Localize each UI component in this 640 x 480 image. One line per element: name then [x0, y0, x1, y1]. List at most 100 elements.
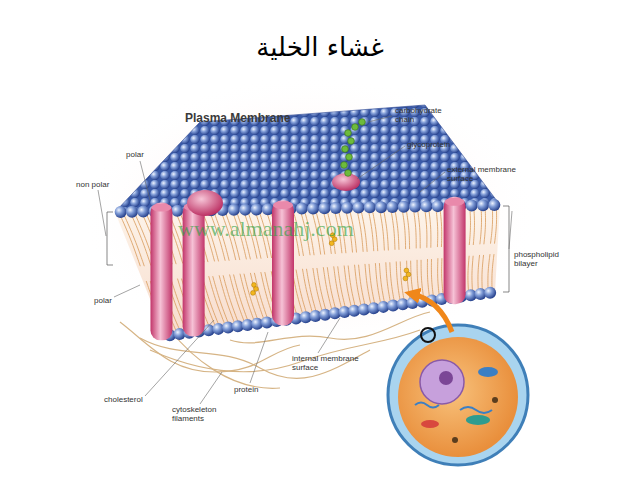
lipid-tail — [355, 265, 362, 310]
zoom-arrow — [412, 294, 452, 332]
lipid-tail — [417, 207, 420, 249]
lipid-tail — [468, 256, 469, 295]
bilayer-section — [115, 205, 500, 336]
part-label: cholesterol — [104, 395, 143, 404]
lipid-tail — [119, 212, 141, 266]
lipid-tail — [365, 264, 372, 308]
protein-top — [445, 198, 465, 206]
cholesterol-shape — [406, 272, 411, 277]
lipid-tail — [442, 258, 444, 299]
lipid-tail — [219, 275, 236, 326]
lipid-tail — [482, 255, 484, 294]
phospholipid-head — [126, 206, 138, 218]
phospholipid-head — [318, 202, 330, 214]
protein-top — [151, 204, 171, 212]
lipid-tail — [379, 207, 384, 250]
lipid-tail — [424, 206, 427, 247]
lipid-tail — [406, 207, 410, 249]
part-label: glycoprotein — [407, 140, 450, 149]
cholesterol-shape — [254, 287, 259, 292]
lipid-tail — [480, 205, 482, 244]
lipid-tail — [383, 207, 388, 250]
protein-top — [273, 201, 293, 209]
lipid-tail — [440, 206, 442, 247]
lipid-tail — [413, 207, 416, 249]
lipid-tail — [240, 274, 255, 324]
lipid-tail — [379, 263, 385, 307]
lipid-tail — [402, 207, 406, 249]
phospholipid-head — [137, 205, 149, 217]
part-label: phospholipid bilayer — [514, 250, 574, 268]
part-label: polar — [94, 296, 112, 305]
cholesterol-shape — [403, 276, 408, 281]
phospholipid-head — [296, 203, 308, 215]
phospholipid-head — [364, 201, 376, 213]
phospholipid-head — [375, 201, 387, 213]
lipid-tail — [407, 261, 411, 303]
lipid-tail — [372, 207, 378, 251]
phospholipid-head — [409, 201, 421, 213]
phospholipid-head — [477, 199, 489, 211]
phospholipid-head — [171, 205, 183, 217]
phospholipid-head — [484, 287, 496, 299]
phospholipid-head — [352, 202, 364, 214]
lipid-tail — [473, 206, 474, 245]
phospholipid-head — [420, 200, 432, 212]
lipid-tail — [130, 212, 151, 266]
part-label: protein — [234, 385, 258, 394]
lipid-tail — [230, 275, 246, 325]
leader-lines — [98, 116, 512, 404]
phospholipid-head — [307, 202, 319, 214]
lipid-tail — [469, 206, 470, 245]
phospholipid-head — [466, 200, 478, 212]
lipid-tail — [390, 207, 395, 250]
lipid-tail — [369, 264, 376, 308]
external-surface — [115, 105, 500, 212]
lipid-tail — [296, 270, 308, 318]
phospholipid-head — [432, 200, 444, 212]
diagram-title: غشاء الخلية — [0, 32, 640, 62]
lipid-tail — [327, 267, 337, 313]
lipid-tail — [317, 268, 327, 315]
part-label: internal membrane surface — [292, 354, 366, 372]
part-label: carbohydrate chain — [395, 106, 451, 124]
phospholipid-head — [386, 201, 398, 213]
lipid-tail — [375, 263, 381, 307]
phospholipid-head — [239, 204, 251, 216]
surface-protein — [187, 190, 223, 216]
phospholipid-head — [341, 202, 353, 214]
brackets — [107, 206, 509, 292]
lipid-tail — [394, 207, 399, 250]
lipid-tail — [209, 276, 226, 327]
lipid-tail — [492, 254, 494, 293]
phospholipid-head — [398, 201, 410, 213]
lipid-tail — [360, 208, 367, 252]
lipid-tail — [427, 259, 430, 300]
membrane-protein — [150, 203, 172, 341]
bilayer-detail — [115, 197, 501, 342]
cholesterol-shape — [251, 291, 256, 296]
lipid-tail — [359, 265, 366, 310]
lipid-tail — [428, 206, 431, 247]
lipid-tail — [306, 269, 317, 316]
phospholipid-head — [228, 204, 240, 216]
lipid-tail — [390, 262, 395, 305]
lipid-tail — [431, 259, 434, 300]
part-label: polar — [126, 150, 144, 159]
lipid-tail — [490, 205, 492, 244]
cell-inset — [388, 325, 528, 465]
background-glow — [80, 75, 540, 355]
phospholipid-head — [330, 202, 342, 214]
lipid-tail — [438, 258, 440, 299]
lipid-tail — [400, 261, 405, 304]
phospholipid-head — [251, 203, 263, 215]
phospholipid-head — [115, 206, 127, 218]
membrane-protein — [444, 197, 466, 304]
carbohydrate-chain-shape — [341, 119, 366, 177]
phospholipid-head — [488, 199, 500, 211]
lipid-tail — [436, 206, 438, 247]
diagram-heading: Plasma Membrane — [185, 112, 290, 126]
lipid-tail — [472, 256, 473, 295]
part-label: non polar — [76, 180, 109, 189]
